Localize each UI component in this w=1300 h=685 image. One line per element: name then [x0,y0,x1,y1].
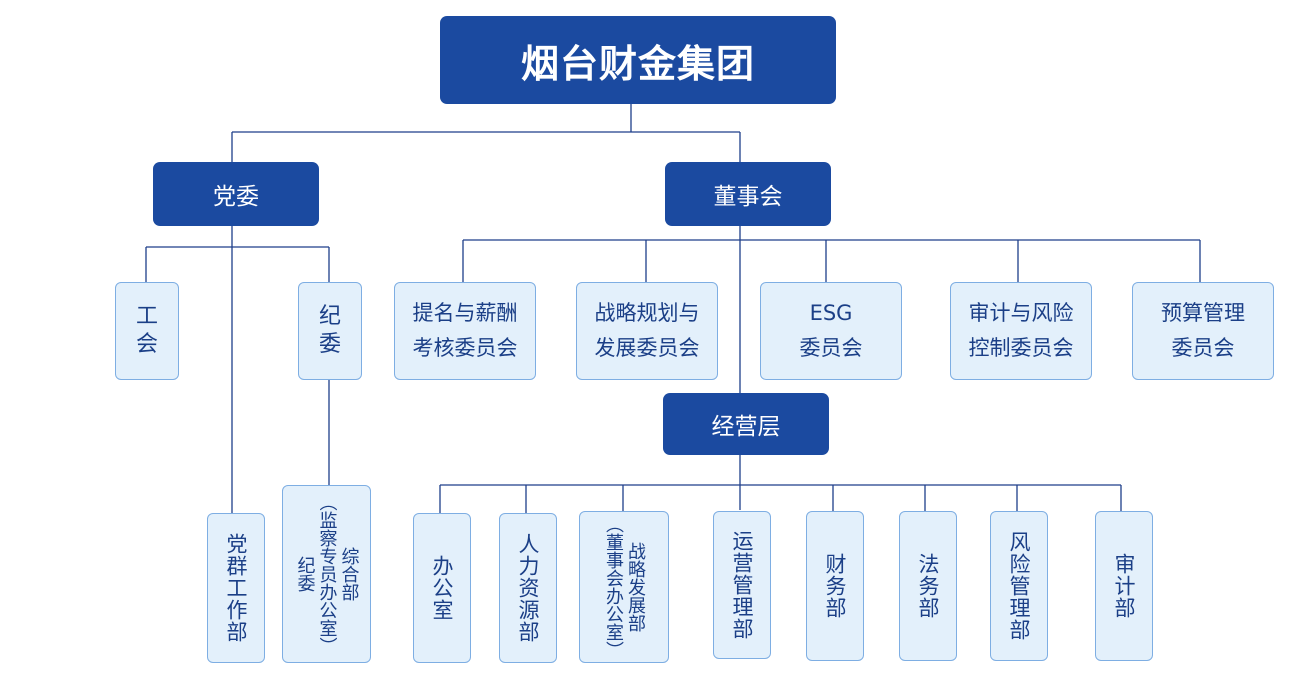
committee-label: 战略规划与 发展委员会 [594,301,700,360]
party-work-dept: 党群工作部 [207,513,265,663]
dept-general-office: 办公室 [413,513,471,663]
discipline-node: 纪 委 [298,282,362,380]
connector-management [439,455,1122,513]
dept-label: 财务部 [823,553,847,619]
connector-root [231,104,741,162]
committee-label: ESG 委员会 [799,301,863,360]
dept-operations: 运营管理部 [713,511,771,659]
committee-budget: 预算管理 委员会 [1132,282,1274,380]
root-label: 烟台财金集团 [520,41,755,86]
party-committee-label: 党委 [213,184,259,210]
connector-party [145,226,330,513]
discipline-label: 纪 委 [318,304,341,357]
connector-board [462,226,1201,393]
dept-hr: 人力资源部 [499,513,557,663]
dept-label: 战略发展部 （董事会办公室） [603,515,646,659]
discipline-office-dept: 综合部 （监察专员办公室） 纪委 [282,485,371,663]
committee-audit-risk: 审计与风险 控制委员会 [950,282,1092,380]
committee-label: 审计与风险 控制委员会 [968,301,1074,360]
dept-audit: 审计部 [1095,511,1153,661]
committee-nomination: 提名与薪酬 考核委员会 [394,282,536,380]
dept-label: 运营管理部 [730,530,754,640]
dept-label: 审计部 [1112,553,1136,619]
board-label: 董事会 [713,184,783,210]
management-label: 经营层 [711,414,781,440]
dept-label: 党群工作部 [224,533,248,643]
dept-label: 办公室 [430,555,454,621]
union-node: 工 会 [115,282,179,380]
committee-strategy: 战略规划与 发展委员会 [576,282,718,380]
dept-finance: 财务部 [806,511,864,661]
committee-label: 预算管理 委员会 [1161,301,1245,360]
dept-risk: 风险管理部 [990,511,1048,661]
dept-label: 风险管理部 [1007,531,1031,641]
dept-label: 法务部 [916,553,940,619]
dept-legal: 法务部 [899,511,957,661]
management-node: 经营层 [663,393,829,455]
dept-label: 人力资源部 [516,533,540,643]
party-committee-node: 党委 [153,162,319,226]
committee-esg: ESG 委员会 [760,282,902,380]
dept-label: 综合部 （监察专员办公室） 纪委 [294,493,360,655]
union-label: 工 会 [135,304,158,357]
dept-strategy: 战略发展部 （董事会办公室） [579,511,669,663]
root-node: 烟台财金集团 [440,16,836,104]
board-node: 董事会 [665,162,831,226]
committee-label: 提名与薪酬 考核委员会 [412,301,518,360]
